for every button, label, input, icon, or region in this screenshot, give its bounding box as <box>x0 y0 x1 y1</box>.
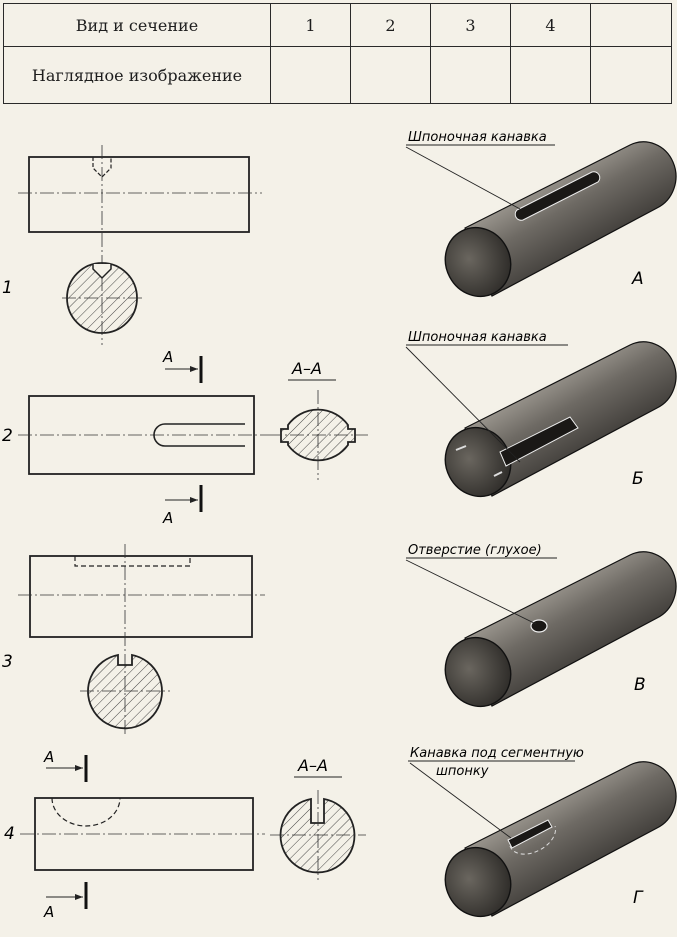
shaft-body <box>464 551 677 707</box>
section-label: А–А <box>297 756 328 775</box>
keyway-slot <box>499 416 579 467</box>
drawing-4: A A А–А 4 <box>4 748 366 921</box>
row-label-view: Вид и сечение <box>3 3 271 47</box>
drawing-number: 3 <box>2 652 13 672</box>
answer-cell-3[interactable] <box>430 46 511 104</box>
shaft-end-face <box>444 426 512 498</box>
callout-leader <box>405 346 521 463</box>
picture-letter: А <box>631 269 644 289</box>
segment-keyway-hidden-arc <box>509 825 557 855</box>
segment-keyway-slot <box>507 819 553 849</box>
drawing-3: 3 <box>2 544 265 735</box>
table-row-image: Наглядное изображение <box>3 46 672 104</box>
hidden-hole-contour <box>92 157 112 178</box>
cut-label-bottom: A <box>162 509 173 527</box>
shaft-end-face <box>444 226 512 298</box>
drawing-2: A A А–А 2 <box>2 348 368 527</box>
answer-cell-1[interactable] <box>270 46 351 104</box>
callout-label-line1: Канавка под сегментную <box>410 746 584 761</box>
shaft-end-face <box>444 846 512 918</box>
hidden-segment-keyway <box>51 797 121 827</box>
arrowhead-icon <box>190 366 198 372</box>
picture-letter: В <box>634 675 646 695</box>
drawing-number: 2 <box>2 426 13 446</box>
blind-hole <box>530 619 548 633</box>
front-view-outline <box>28 156 250 233</box>
hidden-keyway-contour <box>74 556 191 567</box>
callout-leader <box>409 762 512 839</box>
row-label-image: Наглядное изображение <box>3 46 271 104</box>
table-row-view: Вид и сечение 1 2 3 4 <box>3 3 672 47</box>
keyway-slot <box>153 423 245 447</box>
answer-table: Вид и сечение 1 2 3 4 Наглядное изображе… <box>3 3 672 104</box>
callout-leader <box>405 559 537 625</box>
callout-label: Шпоночная канавка <box>408 130 547 145</box>
drawing-number: 1 <box>2 278 13 298</box>
section-label: А–А <box>291 359 322 378</box>
picture-G: Канавка под сегментную шпонку Г <box>408 746 677 918</box>
picture-letter: Г <box>633 888 644 908</box>
arrowhead-icon <box>75 765 83 771</box>
end-face-flats <box>455 445 503 477</box>
column-header-5 <box>590 3 672 47</box>
shaft-body <box>464 141 677 297</box>
keyway-slot <box>514 171 601 221</box>
front-view-outline <box>29 555 253 638</box>
drawing-number: 4 <box>4 824 15 844</box>
cut-label-top: A <box>43 748 54 766</box>
callout-label: Шпоночная канавка <box>408 330 547 345</box>
arrowhead-icon <box>75 894 83 900</box>
cut-label-top: A <box>162 348 173 366</box>
column-header-1: 1 <box>270 3 351 47</box>
callout-leader <box>405 146 521 210</box>
picture-B: Шпоночная канавка Б <box>405 330 677 498</box>
section-circle-with-slot <box>87 653 163 730</box>
shaft-body <box>464 761 677 917</box>
answer-cell-2[interactable] <box>350 46 431 104</box>
picture-A: Шпоночная канавка А <box>405 130 677 298</box>
shaft-end-face <box>444 636 512 708</box>
callout-label-line2: шпонку <box>436 764 489 779</box>
column-header-4: 4 <box>510 3 591 47</box>
picture-V: Отверстие (глухое) В <box>405 543 677 708</box>
answer-cell-4[interactable] <box>510 46 591 104</box>
section-circle-with-slot <box>279 797 356 874</box>
answer-cell-5[interactable] <box>590 46 672 104</box>
drawing-1: 1 <box>2 145 262 345</box>
callout-label: Отверстие (глухое) <box>408 543 542 558</box>
blind-hole-in-section <box>92 264 112 280</box>
picture-letter: Б <box>632 469 644 489</box>
cut-label-bottom: A <box>43 903 54 921</box>
arrowhead-icon <box>190 497 198 503</box>
